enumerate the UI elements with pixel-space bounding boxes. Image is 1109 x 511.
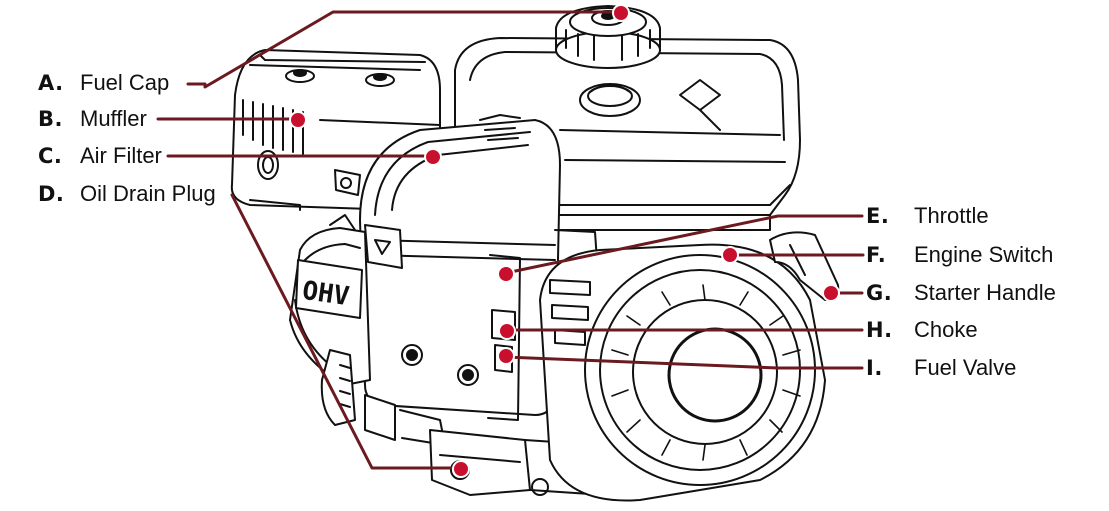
leader-lines: [156, 10, 865, 470]
callout-letter: A.: [38, 71, 64, 95]
callout-engine-switch: F. Engine Switch: [866, 242, 1053, 268]
callout-muffler: B. Muffler: [38, 106, 147, 132]
callout-oil-drain-plug: D. Oil Drain Plug: [38, 181, 216, 207]
leader-line-a: [186, 10, 622, 89]
callout-letter: I.: [866, 356, 883, 380]
ohv-badge-text: OHV: [300, 276, 351, 312]
callout-dot-i: [497, 347, 515, 365]
callout-label: Starter Handle: [914, 280, 1056, 305]
callout-dots: [289, 4, 840, 478]
callout-dot-a: [612, 4, 630, 22]
callout-dot-b: [289, 111, 307, 129]
callout-choke: H. Choke: [866, 317, 978, 343]
callout-air-filter: C. Air Filter: [38, 143, 162, 169]
callout-letter: D.: [38, 182, 65, 206]
callout-throttle: E. Throttle: [866, 203, 989, 229]
callout-letter: E.: [866, 204, 890, 228]
callout-letter: C.: [38, 144, 63, 168]
fuel-cap: [555, 5, 661, 69]
callout-label: Oil Drain Plug: [80, 181, 216, 206]
callout-label: Engine Switch: [914, 242, 1054, 267]
callout-letter: B.: [38, 107, 63, 131]
callout-letter: G.: [866, 281, 893, 305]
callout-letter: H.: [866, 318, 893, 342]
callout-dot-c: [424, 148, 442, 166]
callout-dot-g: [822, 284, 840, 302]
leader-line-i: [504, 355, 864, 370]
callout-starter-handle: G. Starter Handle: [866, 280, 1056, 306]
callout-letter: F.: [866, 243, 887, 267]
callout-dot-d: [452, 460, 470, 478]
callout-label: Muffler: [80, 106, 147, 131]
callout-fuel-valve: I. Fuel Valve: [866, 355, 1016, 381]
callout-label: Choke: [914, 317, 978, 342]
callout-fuel-cap: A. Fuel Cap: [38, 70, 169, 96]
callout-label: Fuel Valve: [914, 355, 1017, 380]
callout-dot-f: [721, 246, 739, 264]
leader-line-e: [504, 214, 864, 275]
leader-line-d: [230, 193, 463, 470]
callout-label: Fuel Cap: [80, 70, 170, 95]
callout-label: Air Filter: [80, 143, 162, 168]
recoil-starter: [539, 231, 840, 502]
callout-dot-h: [498, 322, 516, 340]
ohv-badge: OHV: [295, 259, 363, 319]
callout-dot-e: [497, 265, 515, 283]
callout-label: Throttle: [914, 203, 989, 228]
